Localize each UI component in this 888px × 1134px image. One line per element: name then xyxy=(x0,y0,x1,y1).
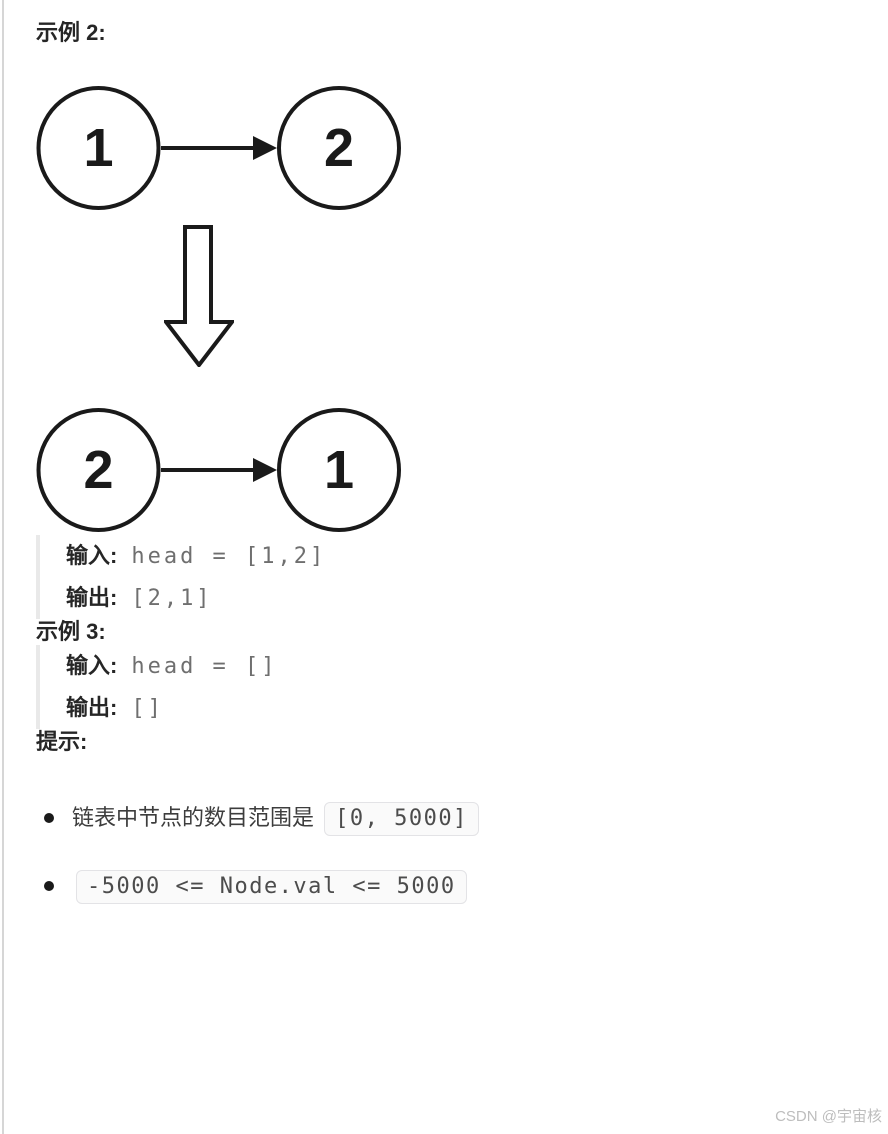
next-pointer-arrowhead-icon xyxy=(253,458,277,482)
constraint-item: 链表中节点的数目范围是 [0, 5000] xyxy=(36,798,888,839)
problem-description: 示例 2: 1 2 2 1 输入: head = [1,2] 输出: [2,1] 示… xyxy=(36,20,888,907)
hints-heading: 提示: xyxy=(36,729,88,754)
csdn-watermark: CSDN @宇宙核 xyxy=(775,1108,882,1125)
output-value: [2,1] xyxy=(131,586,213,611)
list-node-circle xyxy=(36,86,161,210)
input-line: 输入: head = [] xyxy=(66,645,888,687)
input-label: 输入: xyxy=(66,543,118,568)
output-value: [] xyxy=(131,696,164,721)
input-line: 输入: head = [1,2] xyxy=(66,535,888,577)
bullet-icon xyxy=(44,881,54,891)
node-value: 2 xyxy=(83,440,113,500)
constraints-list: 链表中节点的数目范围是 [0, 5000] -5000 <= Node.val … xyxy=(36,798,888,907)
transform-down-arrow-icon xyxy=(164,225,234,367)
input-label: 输入: xyxy=(66,653,118,678)
output-label: 输出: xyxy=(66,585,118,610)
linked-list-diagram-after: 2 1 xyxy=(36,408,401,532)
linked-list-diagram-before: 1 2 xyxy=(36,86,401,210)
output-label: 输出: xyxy=(66,695,118,720)
next-pointer-arrowhead-icon xyxy=(253,136,277,160)
output-line: 输出: [] xyxy=(66,687,888,729)
example3-heading: 示例 3: xyxy=(36,619,106,644)
constraint-text: 链表中节点的数目范围是 xyxy=(72,805,315,830)
page-left-border xyxy=(2,0,4,1134)
example3-io-block: 输入: head = [] 输出: [] xyxy=(36,645,888,729)
example2-heading: 示例 2: xyxy=(36,20,106,45)
node-value: 2 xyxy=(324,118,354,178)
example2-io-block: 输入: head = [1,2] 输出: [2,1] xyxy=(36,535,888,619)
node-value: 1 xyxy=(83,118,113,178)
list-node-circle xyxy=(277,86,401,210)
constraint-item: -5000 <= Node.val <= 5000 xyxy=(36,866,888,907)
output-line: 输出: [2,1] xyxy=(66,577,888,619)
input-value: head = [1,2] xyxy=(131,544,327,569)
list-node-circle xyxy=(36,408,161,532)
down-arrow-shape xyxy=(164,225,234,367)
bullet-icon xyxy=(44,813,54,823)
input-value: head = [] xyxy=(131,654,278,679)
constraint-code: -5000 <= Node.val <= 5000 xyxy=(76,870,467,904)
node-value: 1 xyxy=(324,440,354,500)
constraint-code: [0, 5000] xyxy=(324,802,479,836)
list-node-circle xyxy=(277,408,401,532)
